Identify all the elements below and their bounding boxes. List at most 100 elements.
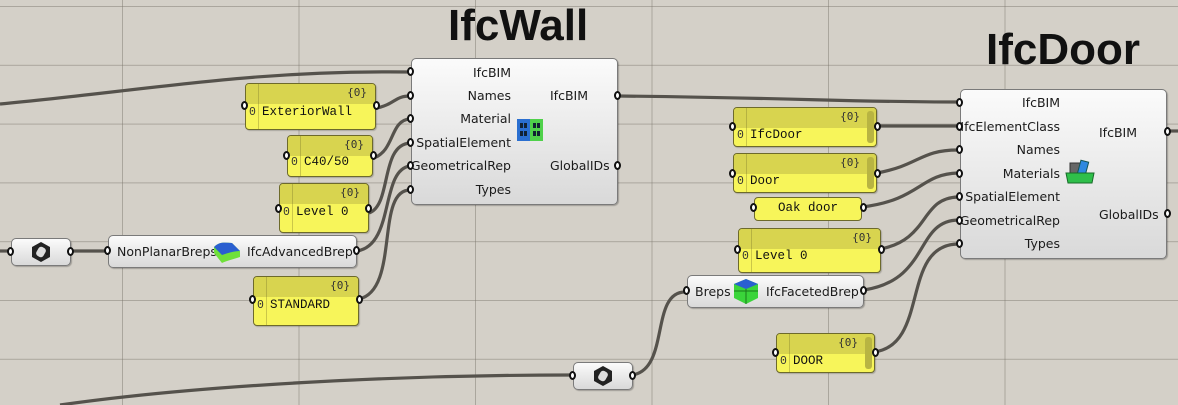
panel-value[interactable]: Level 0 <box>755 249 808 263</box>
input-types[interactable]: Types <box>475 182 511 197</box>
port-wall-in-1[interactable] <box>407 91 414 100</box>
input-names[interactable]: Names <box>467 88 511 103</box>
panel-standard[interactable]: {0} 0 STANDARD <box>253 276 359 326</box>
panel-index: 0 <box>780 355 787 368</box>
output-globalids[interactable]: GlobalIDs <box>550 158 610 173</box>
port-panel-out[interactable] <box>872 348 879 357</box>
input-spatial-element[interactable]: SpatialElement <box>416 135 511 150</box>
port-panel-in[interactable] <box>283 151 290 160</box>
port-panel-out[interactable] <box>373 101 380 110</box>
input-geometrical-rep[interactable]: GeometricalRep <box>959 213 1060 228</box>
input-names[interactable]: Names <box>1016 142 1060 157</box>
port-hex1-out[interactable] <box>67 247 74 256</box>
panel-value[interactable]: STANDARD <box>270 298 331 312</box>
output-ifc-faceted-brep[interactable]: IfcFacetedBrep <box>766 284 859 299</box>
port-faceted-in[interactable] <box>683 286 690 295</box>
port-advbrep-out[interactable] <box>353 246 360 255</box>
panel-value[interactable]: IfcDoor <box>750 128 803 142</box>
port-wall-out-1[interactable] <box>614 161 621 170</box>
brep-parameter-hex-icon <box>594 366 612 386</box>
input-ifc-element-class[interactable]: IfcElementClass <box>960 119 1060 134</box>
port-door-in-3[interactable] <box>956 169 963 178</box>
port-door-in-6[interactable] <box>956 239 963 248</box>
port-advbrep-in[interactable] <box>104 246 111 255</box>
panel-wall-level[interactable]: {0} 0 Level 0 <box>279 183 369 233</box>
port-wall-in-5[interactable] <box>407 185 414 194</box>
panel-value[interactable]: Door <box>750 174 781 188</box>
port-door-in-1[interactable] <box>956 122 963 131</box>
panel-value[interactable]: DOOR <box>793 354 824 368</box>
port-panel-out[interactable] <box>874 122 881 131</box>
faceted-brep-icon <box>734 279 758 304</box>
ifcdoor-component[interactable]: IfcBIM IfcElementClass Names Materials S… <box>960 89 1167 259</box>
wall-building-icon <box>517 119 543 141</box>
ifcwall-component[interactable]: IfcBIM Names Material SpatialElement Geo… <box>411 58 618 205</box>
port-door-in-5[interactable] <box>956 216 963 225</box>
panel-door-name[interactable]: {0} 0 Door <box>733 153 877 193</box>
geometry-param-2[interactable] <box>573 362 633 390</box>
port-panel-in[interactable] <box>772 348 779 357</box>
ifc-advanced-brep-component[interactable]: NonPlanarBreps IfcAdvancedBrep <box>108 235 357 268</box>
output-ifcbim[interactable]: IfcBIM <box>550 88 589 103</box>
input-ifcbim[interactable]: IfcBIM <box>472 65 511 80</box>
input-materials[interactable]: Materials <box>1002 166 1060 181</box>
port-panel-out[interactable] <box>370 151 377 160</box>
port-panel-in[interactable] <box>734 245 741 254</box>
panel-count: {0} <box>852 231 872 244</box>
panel-exterior-wall[interactable]: {0} 0 ExteriorWall <box>245 83 376 130</box>
port-wall-in-4[interactable] <box>407 161 414 170</box>
input-ifcbim[interactable]: IfcBIM <box>1021 95 1060 110</box>
input-types[interactable]: Types <box>1024 236 1060 251</box>
port-panel-in[interactable] <box>241 101 248 110</box>
port-wall-out-0[interactable] <box>614 91 621 100</box>
panel-value[interactable]: C40/50 <box>304 155 350 169</box>
output-ifcbim[interactable]: IfcBIM <box>1099 125 1138 140</box>
port-wall-in-2[interactable] <box>407 114 414 123</box>
port-hex1-in[interactable] <box>7 247 14 256</box>
panel-oak-door[interactable]: Oak door <box>754 197 862 221</box>
panel-door-level[interactable]: {0} 0 Level 0 <box>738 228 881 273</box>
input-material[interactable]: Material <box>460 111 511 126</box>
panel-material-c40[interactable]: {0} 0 C40/50 <box>287 135 373 177</box>
geometry-param-1[interactable] <box>11 238 71 266</box>
port-panel-in[interactable] <box>249 295 256 304</box>
advanced-brep-icon <box>214 242 240 263</box>
port-wall-in-3[interactable] <box>407 138 414 147</box>
port-panel-in[interactable] <box>275 204 282 213</box>
port-panel-out[interactable] <box>860 203 867 212</box>
port-panel-in[interactable] <box>729 169 736 178</box>
port-door-out-1[interactable] <box>1164 209 1171 218</box>
port-panel-out[interactable] <box>356 295 363 304</box>
port-panel-out[interactable] <box>365 204 372 213</box>
port-door-in-4[interactable] <box>956 192 963 201</box>
panel-ifcdoor-class[interactable]: {0} 0 IfcDoor <box>733 107 877 147</box>
panel-index: 0 <box>257 299 264 312</box>
port-panel-in[interactable] <box>750 203 757 212</box>
panel-door-type[interactable]: {0} 0 DOOR <box>776 333 875 373</box>
port-hex2-out[interactable] <box>629 371 636 380</box>
input-spatial-element[interactable]: SpatialElement <box>965 189 1060 204</box>
output-ifc-advanced-brep[interactable]: IfcAdvancedBrep <box>247 244 353 259</box>
door-element-icon <box>1065 159 1095 184</box>
port-panel-out[interactable] <box>874 169 881 178</box>
panel-count: {0} <box>840 110 860 123</box>
port-panel-out[interactable] <box>878 245 885 254</box>
port-door-in-0[interactable] <box>956 98 963 107</box>
port-wall-in-0[interactable] <box>407 67 414 76</box>
panel-count: {0} <box>344 138 364 151</box>
input-geometrical-rep[interactable]: GeometricalRep <box>410 158 511 173</box>
panel-value[interactable]: Level 0 <box>296 205 349 219</box>
output-globalids[interactable]: GlobalIDs <box>1099 207 1159 222</box>
port-door-out-0[interactable] <box>1164 127 1171 136</box>
panel-index: 0 <box>291 156 298 169</box>
port-panel-in[interactable] <box>729 122 736 131</box>
port-hex2-in[interactable] <box>569 371 576 380</box>
input-breps[interactable]: Breps <box>695 284 731 299</box>
port-door-in-2[interactable] <box>956 145 963 154</box>
ifc-faceted-brep-component[interactable]: Breps IfcFacetedBrep <box>687 275 864 308</box>
input-nonplanar-breps[interactable]: NonPlanarBreps <box>117 244 217 259</box>
panel-index: 0 <box>737 175 744 188</box>
port-faceted-out[interactable] <box>860 286 867 295</box>
panel-index: 0 <box>249 106 256 119</box>
panel-value[interactable]: ExteriorWall <box>262 105 353 119</box>
